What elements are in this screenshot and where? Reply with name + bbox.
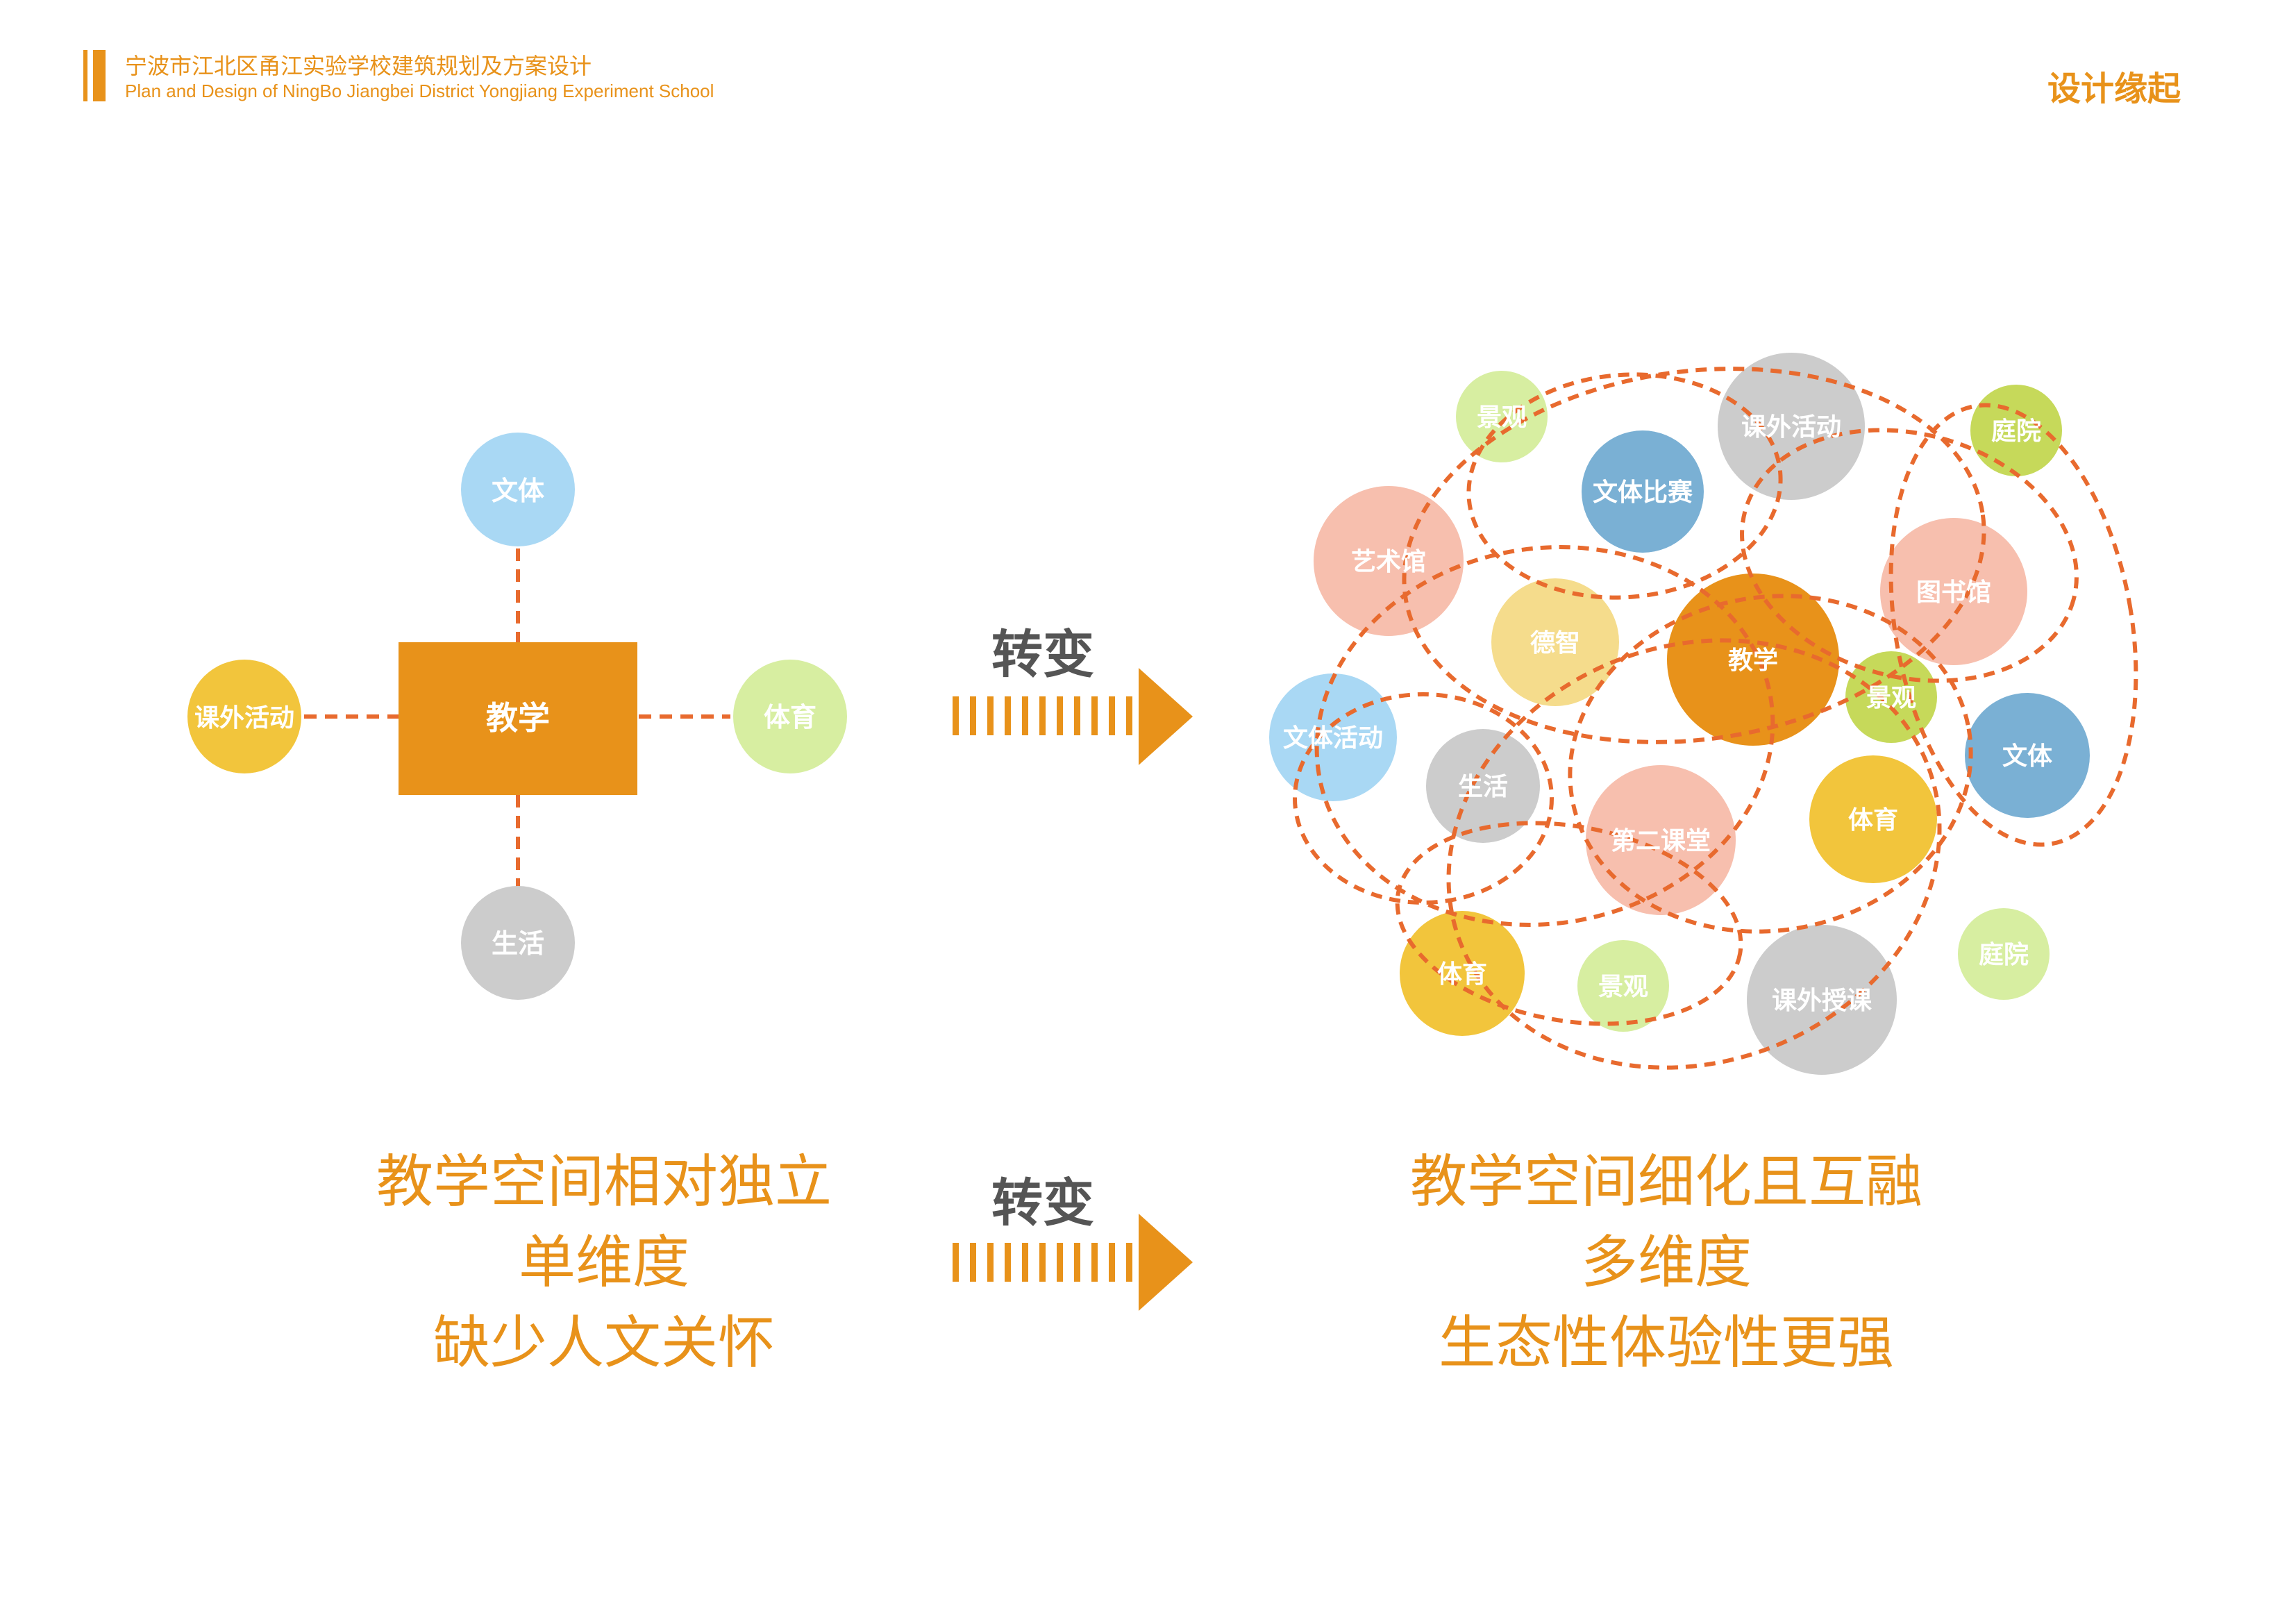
- bubble-yishuguan: [1314, 486, 1464, 636]
- center-box-teaching: [399, 642, 637, 795]
- caption-right-line1: 教学空间细化且互融: [1409, 1149, 1922, 1215]
- ring-bottom-left: [1395, 821, 1743, 1026]
- bubble-tingyuan-top: [1970, 385, 2062, 476]
- label-yishuguan: 艺术馆: [1351, 548, 1426, 576]
- header-title-cn: 宁波市江北区甬江实验学校建筑规划及方案设计: [125, 53, 592, 79]
- bubble-shenghuo: [1426, 729, 1540, 843]
- label-tiyu-right: 体育: [1848, 806, 1898, 835]
- left-diagram: 教学 文体 课外活动 体育 生活: [187, 433, 847, 1000]
- ring-right-upper: [1740, 428, 2079, 683]
- label-tiyu-bottom: 体育: [1437, 960, 1487, 989]
- right-diagram: 景观 课外活动 庭院 文体比赛 艺术馆 图书馆 德智 教学 景观 文体活动 文体…: [1269, 353, 2138, 1075]
- caption-right-line3: 生态性体验性更强: [1438, 1310, 1894, 1376]
- bubble-jingguan-bottom: [1577, 940, 1669, 1032]
- label-jiaoxue: 教学: [1728, 646, 1778, 675]
- label-wenti-bisai: 文体比赛: [1593, 478, 1693, 507]
- bubble-tingyuan-bottom: [1958, 908, 2050, 1000]
- bubble-kewai-shouke: [1747, 925, 1897, 1075]
- node-top-circle: [461, 433, 575, 546]
- ring-top-inner: [1466, 372, 1783, 600]
- right-bubbles: [1269, 353, 2090, 1075]
- transition-label-bottom: 转变: [991, 1173, 1094, 1233]
- ring-lower: [1446, 638, 1942, 1070]
- node-top-label: 文体: [492, 476, 544, 506]
- arrow-bottom-stripes: [953, 1243, 1132, 1282]
- section-title: 设计缘起: [2047, 69, 2181, 108]
- center-label: 教学: [486, 699, 550, 737]
- ring-left-small: [1293, 692, 1554, 905]
- node-right-circle: [733, 660, 847, 773]
- label-tushuguan: 图书馆: [1916, 578, 1991, 607]
- arrow-bottom-head: [1139, 1214, 1193, 1311]
- label-jingguan-mid: 景观: [1866, 684, 1916, 712]
- bubble-dezhi: [1491, 578, 1619, 706]
- header-accent-bar-wide: [93, 50, 106, 101]
- node-bottom-circle: [461, 886, 575, 1000]
- caption-left-line3: 缺少人文关怀: [433, 1310, 775, 1376]
- bubble-wenti-right: [1965, 693, 2090, 818]
- label-wenti-right: 文体: [2002, 742, 2052, 771]
- bubble-jingguan-top: [1456, 371, 1548, 462]
- label-shenghuo: 生活: [1458, 773, 1508, 801]
- label-tingyuan-bottom: 庭院: [1979, 941, 2029, 969]
- label-kewai-shouke: 课外授课: [1772, 987, 1872, 1015]
- label-dezhi: 德智: [1530, 629, 1580, 658]
- node-bottom-label: 生活: [492, 928, 544, 959]
- bubble-jiaoxue: [1667, 574, 1839, 746]
- right-dashed-rings: [1293, 367, 2138, 1070]
- transition-arrow-top: 转变: [953, 625, 1193, 765]
- bubble-wenti-bisai: [1582, 430, 1704, 553]
- bubble-dier-ketang: [1586, 765, 1736, 915]
- bubble-tiyu-right: [1809, 755, 1937, 883]
- label-wenti-huodong: 文体活动: [1283, 724, 1383, 753]
- caption-right-line2: 多维度: [1580, 1230, 1752, 1296]
- arrow-top-head: [1139, 668, 1193, 765]
- label-dier-ketang: 第二课堂: [1611, 827, 1711, 855]
- label-jingguan-top: 景观: [1477, 403, 1527, 432]
- bubble-tushuguan: [1880, 518, 2027, 665]
- transition-arrow-bottom: 转变: [953, 1173, 1193, 1311]
- caption-right: 教学空间细化且互融 多维度 生态性体验性更强: [1305, 1142, 2027, 1384]
- bubble-kewai-huodong: [1718, 353, 1865, 500]
- node-right-label: 体育: [764, 702, 816, 733]
- header-title-en: Plan and Design of NingBo Jiangbei Distr…: [125, 81, 714, 101]
- bubble-jingguan-mid: [1845, 651, 1937, 743]
- ring-mid-left: [1314, 544, 1775, 928]
- caption-left-line1: 教学空间相对独立: [376, 1149, 832, 1215]
- transition-label-top: 转变: [991, 625, 1094, 685]
- caption-left-line2: 单维度: [518, 1230, 689, 1296]
- caption-left: 教学空间相对独立 单维度 缺少人文关怀: [264, 1142, 944, 1384]
- ring-right-tall: [1888, 403, 2138, 847]
- arrow-top-stripes: [953, 696, 1132, 735]
- right-bubble-labels: 景观 课外活动 庭院 文体比赛 艺术馆 图书馆 德智 教学 景观 文体活动 文体…: [1283, 403, 2052, 1015]
- left-connectors: [304, 549, 730, 889]
- bubble-tiyu-bottom: [1400, 911, 1525, 1036]
- label-jingguan-bottom: 景观: [1598, 973, 1648, 1001]
- label-kewai-huodong: 课外活动: [1741, 413, 1841, 442]
- label-tingyuan-top: 庭院: [1991, 417, 2041, 446]
- header-accent-bar: [83, 50, 87, 101]
- node-left-circle: [187, 660, 301, 773]
- node-left-label: 课外活动: [194, 704, 294, 733]
